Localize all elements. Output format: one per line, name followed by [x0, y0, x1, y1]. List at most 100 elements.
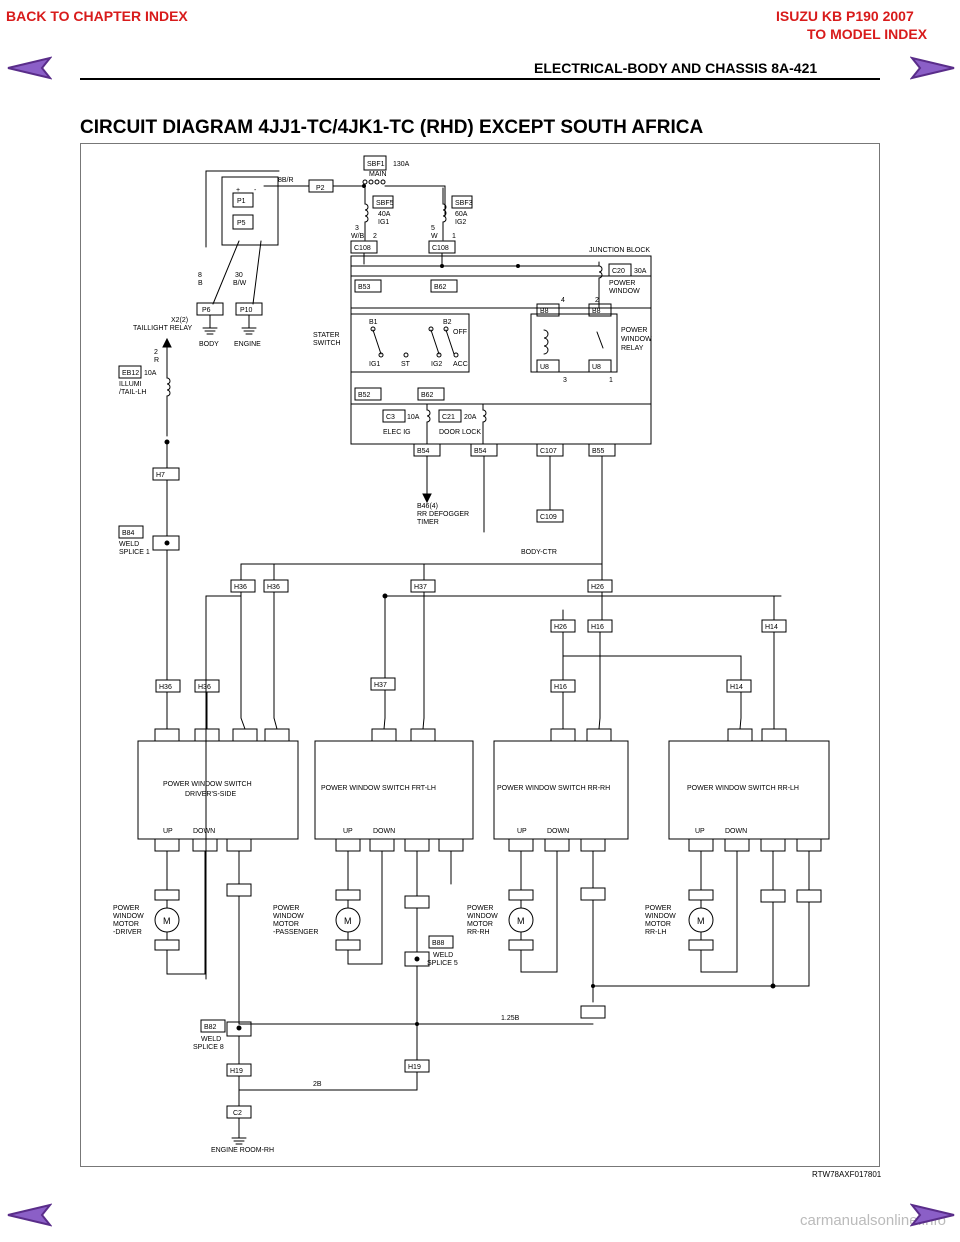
motor-rr-lh-4: RR-LH: [645, 929, 666, 936]
junction-block-label: JUNCTION BLOCK: [589, 247, 650, 254]
rr-rh-switch-name: POWER WINDOW SWITCH RR-RH: [497, 785, 610, 792]
header-rule: [80, 78, 880, 80]
h26b-label: H26: [554, 624, 567, 631]
rr-rh-down-label: DOWN: [547, 828, 569, 835]
h26-label: H26: [591, 584, 604, 591]
c3-name: ELEC IG: [383, 429, 411, 436]
sbf3-label: SBF3: [455, 200, 473, 207]
h16b-label: H16: [554, 684, 567, 691]
footer-watermark: carmanualsonline.info: [800, 1212, 946, 1229]
c108a-label: C108: [354, 245, 371, 252]
back-to-chapter-link[interactable]: BACK TO CHAPTER INDEX: [6, 8, 188, 24]
c108b-label: C108: [432, 245, 449, 252]
motor-rr-rh-2: WINDOW: [467, 913, 498, 920]
h7-label: H7: [156, 472, 165, 479]
motor-m-driver: M: [163, 916, 171, 926]
weld5-1: WELD: [433, 952, 453, 959]
previous-page-arrow-icon[interactable]: [6, 56, 52, 80]
frt-lh-down-label: DOWN: [373, 828, 395, 835]
eb12-label: EB12: [122, 370, 139, 377]
driver-switch-name-1: POWER WINDOW SWITCH: [163, 781, 252, 788]
c20-rating: 30A: [634, 268, 647, 275]
h19b-label: H19: [408, 1064, 421, 1071]
next-page-arrow-icon[interactable]: [910, 56, 956, 80]
motor-driver-1: POWER: [113, 905, 139, 912]
h16a-label: H16: [591, 624, 604, 631]
driver-switch-name-2: DRIVER'S-SIDE: [185, 791, 236, 798]
relay-pin-2: 2: [595, 297, 599, 304]
starter-acc: ACC: [453, 361, 468, 368]
relay-pin-4: 4: [561, 297, 565, 304]
taillight-wire-color: R: [154, 357, 159, 364]
b62-bottom-label: B62: [421, 392, 434, 399]
p1-label: P1: [237, 198, 246, 205]
motor-passenger-3: MOTOR: [273, 921, 299, 928]
battery-plus-text: +: [236, 187, 240, 194]
rr-lh-up-label: UP: [695, 828, 705, 835]
wire-8-label: 8: [198, 272, 202, 279]
wire-8b-label: B: [198, 280, 203, 287]
frt-lh-up-label: UP: [343, 828, 353, 835]
relay-label-1: POWER: [621, 327, 647, 334]
motor-m-rr-lh: M: [697, 916, 705, 926]
p6-label: P6: [202, 307, 211, 314]
battery-box: [221, 176, 279, 246]
section-header: ELECTRICAL-BODY AND CHASSIS 8A-421: [534, 60, 818, 76]
motor-rr-lh-3: MOTOR: [645, 921, 671, 928]
motor-m-rr-rh: M: [517, 916, 525, 926]
c21-label: C21: [442, 414, 455, 421]
jb-wire-5-color: W: [431, 233, 438, 240]
defogger-2: RR DEFOGGER: [417, 511, 469, 518]
starter-label-2: SWITCH: [313, 340, 341, 347]
next-page-bottom-arrow-icon[interactable]: [910, 1203, 956, 1227]
starter-b2: B2: [443, 319, 452, 326]
h36c-label: H36: [159, 684, 172, 691]
relay-u8a: U8: [540, 364, 549, 371]
h37a-label: H37: [414, 584, 427, 591]
sbf1-rating: 130A: [393, 161, 410, 168]
p5-label: P5: [237, 220, 246, 227]
motor-passenger-4: -PASSENGER: [273, 929, 318, 936]
wire-30-label: 30: [235, 272, 243, 279]
h14a-label: H14: [765, 624, 778, 631]
sbf5-name: IG1: [378, 219, 389, 226]
b52-label: B52: [358, 392, 371, 399]
h19a-label: H19: [230, 1068, 243, 1075]
sbf5-label: SBF5: [376, 200, 394, 207]
motor-rr-lh-2: WINDOW: [645, 913, 676, 920]
sbf1-label: SBF1: [367, 161, 385, 168]
eb12-rating: 10A: [144, 370, 157, 377]
frt-lh-switch-name: POWER WINDOW SWITCH FRT-LH: [321, 785, 436, 792]
wire-30c-label: B/W: [233, 280, 247, 287]
c21-name: DOOR LOCK: [439, 429, 481, 436]
c107-label: C107: [540, 448, 557, 455]
to-model-index-link[interactable]: TO MODEL INDEX: [807, 26, 928, 42]
figure-code: RTW78AXF017801: [812, 1170, 882, 1179]
jb-wire-1: 1: [452, 233, 456, 240]
jb-wire-3: 3: [355, 225, 359, 232]
motor-driver-3: MOTOR: [113, 921, 139, 928]
jb-wire-2: 2: [373, 233, 377, 240]
relay-label-2: WINDOW: [621, 336, 652, 343]
page-title: CIRCUIT DIAGRAM 4JJ1-TC/4JK1-TC (RHD) EX…: [80, 117, 704, 138]
motor-rr-rh-4: RR-RH: [467, 929, 490, 936]
power-window-relay: [530, 313, 618, 373]
weld8-1: WELD: [201, 1036, 221, 1043]
starter-b1: B1: [369, 319, 378, 326]
motor-driver-4: -DRIVER: [113, 929, 142, 936]
weld8-2: SPLICE 8: [193, 1044, 224, 1051]
p2-label: P2: [316, 185, 325, 192]
c20-name-1: POWER: [609, 280, 635, 287]
motor-rr-rh-3: MOTOR: [467, 921, 493, 928]
junction-block: [350, 255, 652, 445]
h14b-label: H14: [730, 684, 743, 691]
model-title-link[interactable]: ISUZU KB P190 2007: [776, 8, 914, 24]
motor-passenger-2: WINDOW: [273, 913, 304, 920]
driver-up-label: UP: [163, 828, 173, 835]
h36a-label: H36: [234, 584, 247, 591]
previous-page-bottom-arrow-icon[interactable]: [6, 1203, 52, 1227]
sbf3-name: IG2: [455, 219, 466, 226]
weld1-1: WELD: [119, 541, 139, 548]
c21-rating: 20A: [464, 414, 477, 421]
b88-label: B88: [432, 940, 445, 947]
